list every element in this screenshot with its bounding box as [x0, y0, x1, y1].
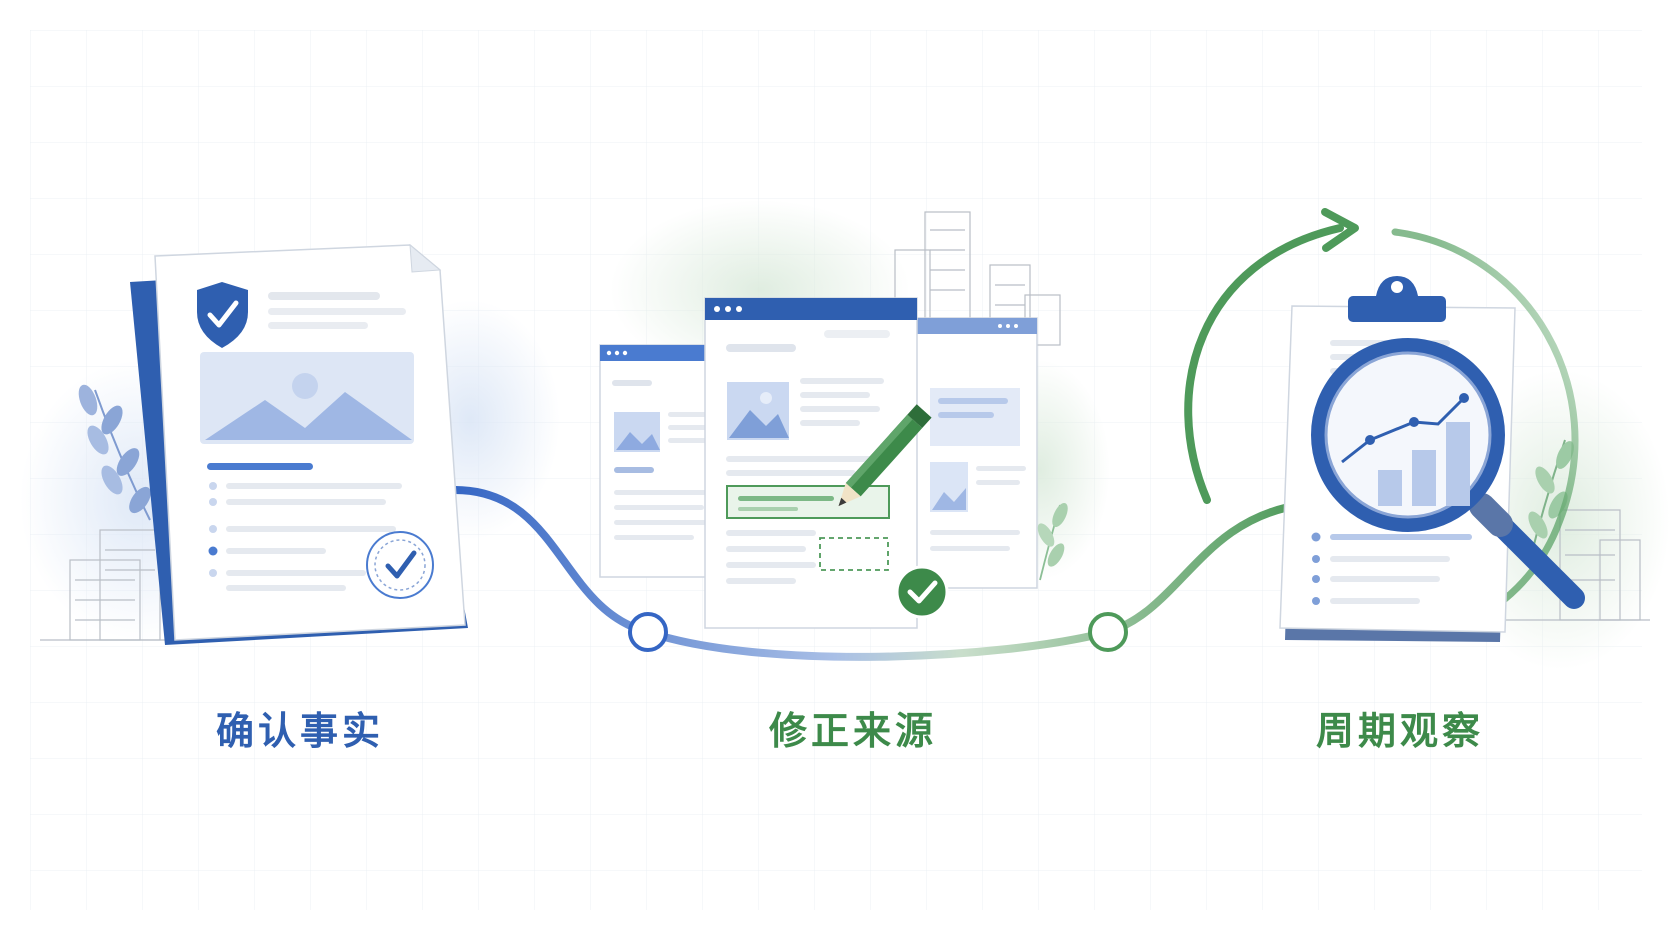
browser-window-right: [914, 317, 1038, 589]
magnifier-icon: [1311, 338, 1585, 609]
step-label-confirm-facts: 确认事实: [215, 709, 384, 753]
pencil-icon: [838, 404, 932, 507]
flow-node-1: [628, 612, 668, 652]
clip-icon: [1348, 296, 1446, 322]
flow-node-2: [1088, 612, 1128, 652]
clipboard-magnifier-chart-icon: [1184, 208, 1585, 642]
step-label-periodic-observation: 周期观察: [1315, 709, 1484, 753]
process-flow-path: [451, 486, 1304, 661]
browser-windows-pencil-icon: [599, 297, 1038, 629]
leaf-branch-middle: [1037, 502, 1068, 581]
step-label-fix-sources: 修正来源: [768, 709, 937, 753]
browser-window-left: [599, 344, 719, 578]
shield-icon: [197, 282, 248, 348]
buildings-sketch-right: [1500, 509, 1650, 621]
browser-window-center: [704, 297, 918, 629]
leaf-branch-left: [78, 384, 151, 521]
seal-icon: [366, 531, 434, 599]
cycle-arrow-icon: [1184, 224, 1344, 504]
document-shield-check-icon: [130, 243, 468, 645]
chart-icon: [1341, 393, 1470, 506]
check-circle-icon: [895, 565, 949, 619]
